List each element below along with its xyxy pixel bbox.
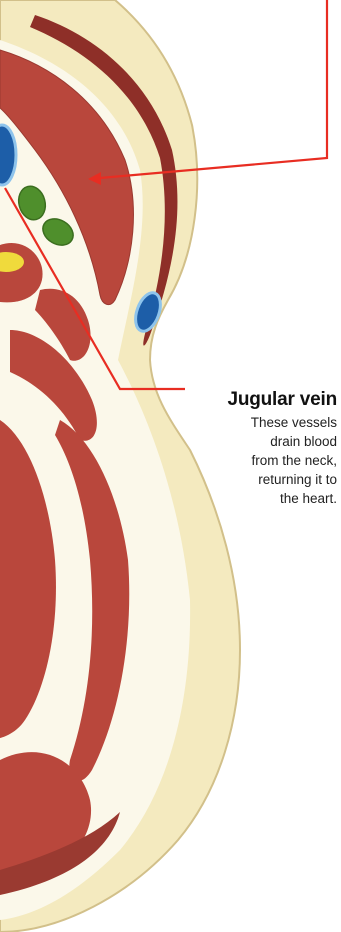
jugular-vein-callout: Jugular vein These vessels drain blood f… xyxy=(177,389,337,508)
internal-jugular-vein xyxy=(0,125,16,185)
callout-description: These vessels drain blood from the neck,… xyxy=(177,413,337,508)
callout-description-line: drain blood xyxy=(177,432,337,451)
callout-description-line: These vessels xyxy=(177,413,337,432)
callout-description-line: returning it to xyxy=(177,470,337,489)
callout-title: Jugular vein xyxy=(177,389,337,411)
callout-description-line: from the neck, xyxy=(177,451,337,470)
callout-description-line: the heart. xyxy=(177,489,337,508)
